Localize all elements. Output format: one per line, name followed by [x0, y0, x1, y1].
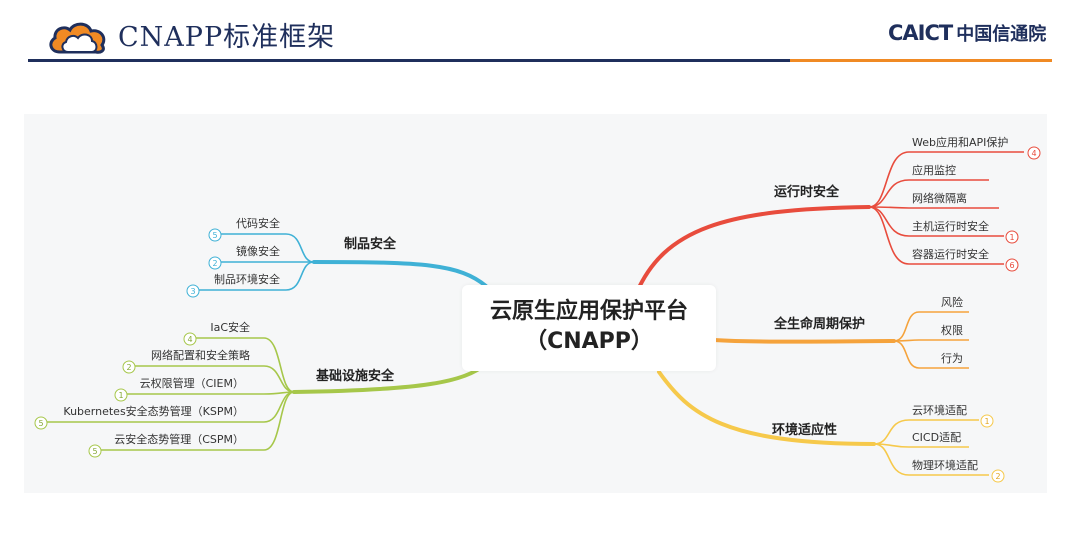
infra-item-0: IaC安全	[210, 320, 250, 334]
runtime-badge-3: 1	[1009, 233, 1014, 242]
infra-item-3: Kubernetes安全态势管理（KSPM）	[63, 404, 244, 418]
caict-logo-en: CAICT	[888, 21, 953, 45]
runtime-main-branch	[634, 205, 871, 296]
lifecycle-branch-label: 全生命周期保护	[773, 316, 865, 332]
env-badge-0: 1	[984, 417, 989, 426]
header-divider-orange	[790, 59, 1052, 62]
artifact-badge-1: 2	[212, 259, 217, 268]
header-divider-navy	[28, 59, 790, 62]
infra-badge-2: 1	[118, 391, 123, 400]
runtime-badge-4: 6	[1009, 261, 1014, 270]
central-node-subtitle: （CNAPP）	[525, 329, 653, 354]
runtime-item-4: 容器运行时安全	[912, 247, 989, 261]
central-node-title: 云原生应用保护平台	[489, 299, 688, 324]
mindmap: 4 1 6 运行时安全 Web应用和API保护 应用监控 网络微隔离 主机运行时…	[34, 135, 1041, 483]
central-node: 云原生应用保护平台 （CNAPP）	[462, 285, 716, 371]
env-main-branch	[657, 370, 876, 446]
runtime-badges	[1005, 146, 1041, 272]
env-item-2: 物理环境适配	[912, 458, 978, 472]
infra-badge-4: 5	[92, 447, 97, 456]
artifact-main-branch	[312, 260, 488, 288]
infra-badge-0: 4	[187, 335, 192, 344]
infra-item-4: 云安全态势管理（CSPM）	[114, 432, 244, 446]
runtime-item-3: 主机运行时安全	[912, 219, 989, 233]
caict-logo-cn: 中国信通院	[956, 24, 1047, 45]
env-item-1: CICD适配	[912, 431, 961, 444]
artifact-item-0: 代码安全	[236, 216, 280, 230]
env-branch-label: 环境适应性	[772, 422, 837, 438]
artifact-item-1: 镜像安全	[236, 244, 280, 258]
runtime-item-0: Web应用和API保护	[912, 135, 1008, 149]
runtime-badge-0: 4	[1031, 149, 1036, 158]
artifact-badge-0: 5	[212, 231, 217, 240]
lifecycle-item-1: 权限	[941, 324, 963, 337]
artifact-item-2: 制品环境安全	[214, 272, 280, 286]
runtime-branch-label: 运行时安全	[774, 184, 840, 200]
artifact-badge-2: 3	[190, 287, 195, 296]
runtime-item-2: 网络微隔离	[912, 191, 967, 205]
infra-item-1: 网络配置和安全策略	[151, 348, 250, 362]
infra-branch-label: 基础设施安全	[315, 368, 395, 384]
lifecycle-item-0: 风险	[941, 295, 963, 309]
artifact-branch-label: 制品安全	[344, 236, 397, 252]
infra-item-2: 云权限管理（CIEM）	[140, 376, 244, 390]
cloud-logo-icon	[49, 22, 106, 54]
env-item-0: 云环境适配	[912, 403, 967, 417]
lifecycle-item-2: 行为	[941, 352, 963, 365]
runtime-item-1: 应用监控	[912, 163, 956, 177]
infra-badge-3: 5	[38, 419, 43, 428]
lifecycle-main-branch	[712, 338, 896, 344]
env-badge-2: 2	[995, 472, 1000, 481]
infra-badge-1: 2	[126, 363, 131, 372]
page-title: CNAPP标准框架	[118, 22, 336, 53]
